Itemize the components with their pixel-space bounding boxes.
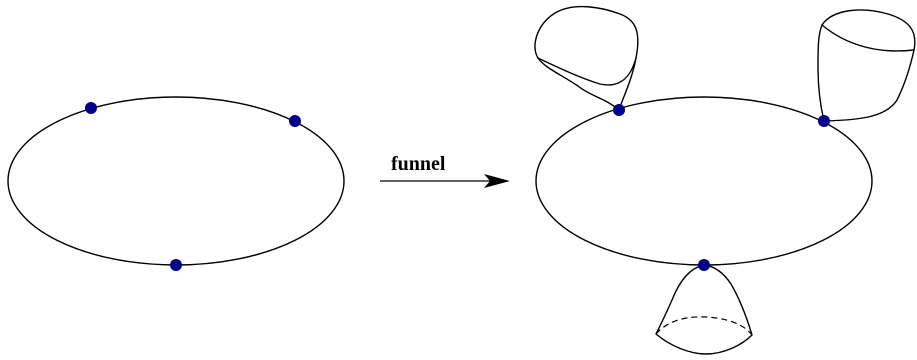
arrow-head (484, 174, 510, 188)
left-surface (7, 96, 345, 271)
funnel-top-left (534, 5, 639, 116)
funnel-arrow: funnel (380, 153, 510, 188)
marked-point-bottom (170, 259, 182, 271)
funnel-attachment-point-top-right (818, 115, 830, 127)
funnel-top-right (817, 9, 916, 127)
funnel-attachment-point-top-left (613, 104, 625, 116)
funnel-bottom (655, 259, 753, 355)
arrow-label: funnel (391, 153, 446, 175)
marked-point-top-right (289, 115, 301, 127)
right-surface (534, 5, 916, 355)
marked-point-top-left (85, 102, 97, 114)
funnel-attachment-point-bottom (698, 259, 710, 271)
